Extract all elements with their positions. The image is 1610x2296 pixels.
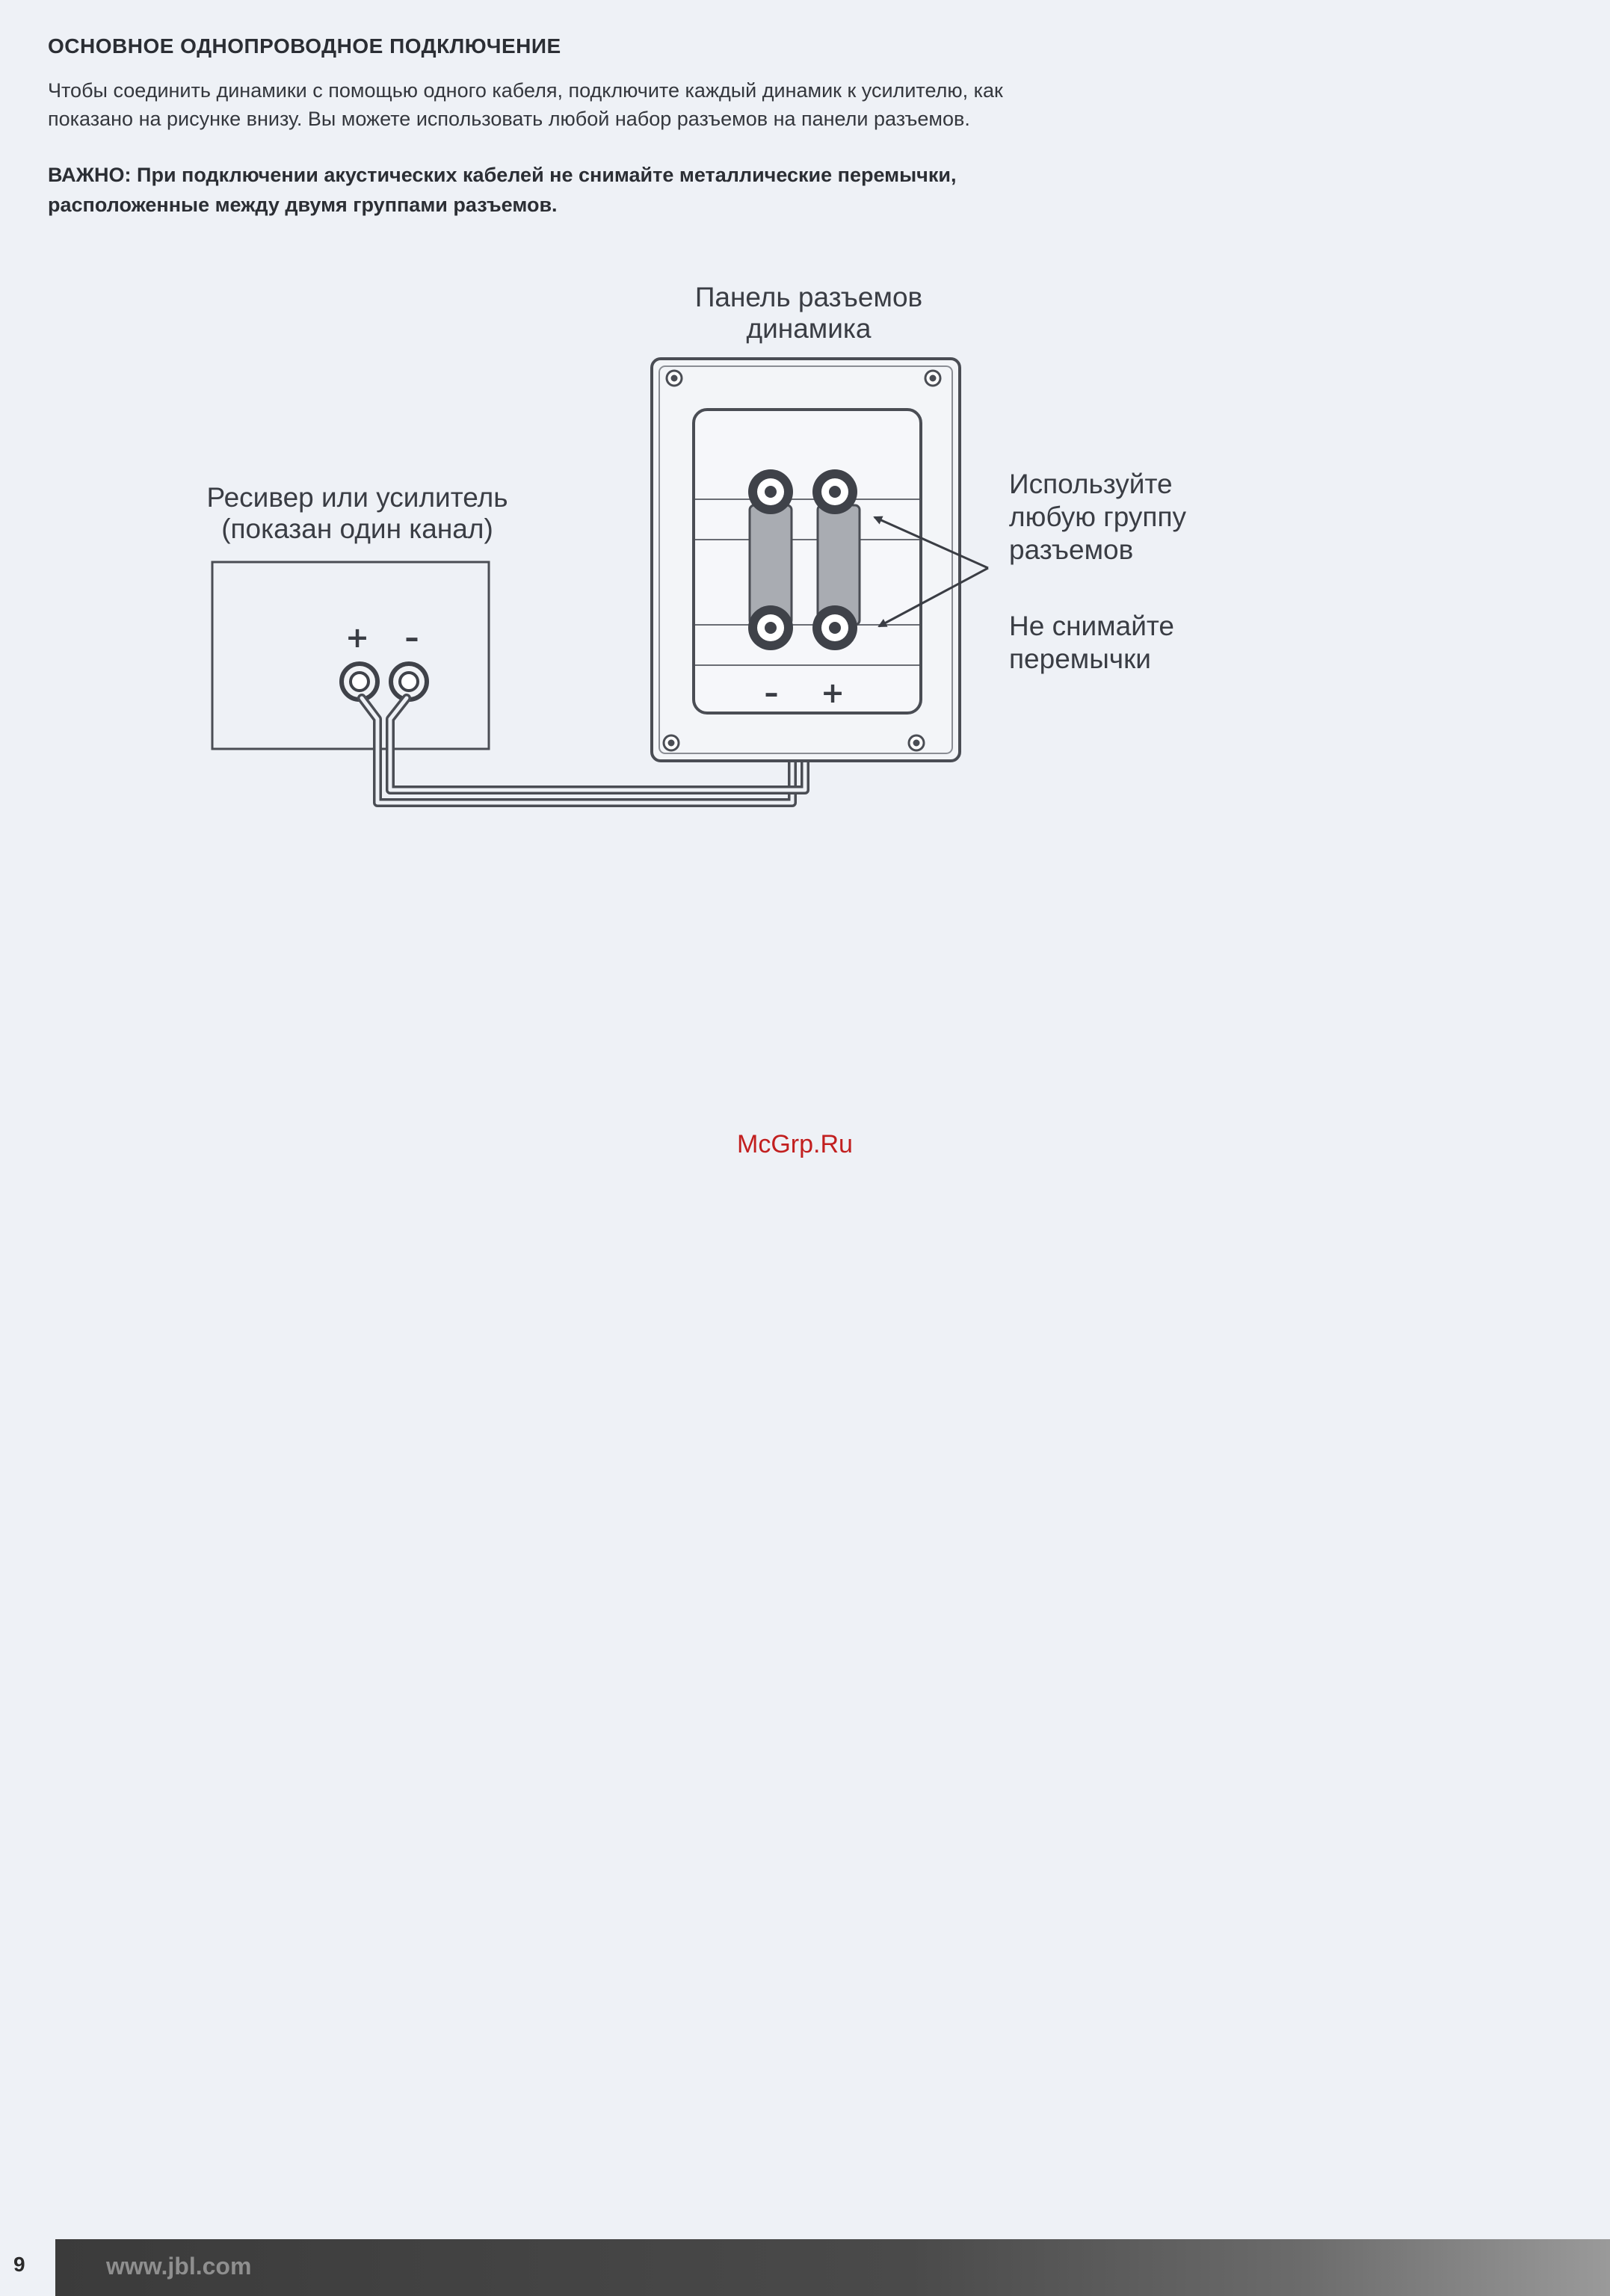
receiver-plus-sign: + (345, 621, 369, 654)
do-not-remove-line-2: перемычки (1009, 644, 1151, 674)
receiver-box (211, 561, 490, 750)
use-any-group-line-2: любую группу (1009, 502, 1186, 532)
binding-posts (748, 469, 857, 650)
panel-plus-sign: + (821, 676, 845, 709)
panel-title-line-1: Панель разъемов (695, 282, 922, 312)
panel-screws (662, 369, 942, 752)
wiring-diagram: Панель разъемов динамика Ресивер или уси… (207, 282, 1186, 807)
important-note: ВАЖНО: При подключении акустических кабе… (48, 160, 1363, 220)
important-line-1: ВАЖНО: При подключении акустических кабе… (48, 164, 957, 186)
section-heading: ОСНОВНОЕ ОДНОПРОВОДНОЕ ПОДКЛЮЧЕНИЕ (48, 34, 561, 58)
panel-title-line-2: динамика (747, 313, 872, 344)
panel-minus-sign: – (765, 676, 779, 709)
intro-paragraph: Чтобы соединить динамики с помощью одног… (48, 76, 1363, 133)
speaker-terminal-panel: – + (650, 357, 961, 762)
use-any-group-line-1: Используйте (1009, 469, 1173, 499)
receiver-terminals (339, 661, 429, 702)
do-not-remove-line-1: Не снимайте (1009, 611, 1174, 641)
use-any-group-line-3: разъемов (1009, 534, 1133, 565)
intro-line-1: Чтобы соединить динамики с помощью одног… (48, 79, 1003, 102)
watermark: McGrp.Ru (737, 1130, 853, 1158)
page-number: 9 (13, 2253, 25, 2276)
footer-bar (55, 2239, 1610, 2296)
intro-line-2: показано на рисунке внизу. Вы можете исп… (48, 108, 970, 130)
receiver-label-line-1: Ресивер или усилитель (207, 482, 508, 513)
callout-arrows (873, 516, 989, 628)
receiver-label-line-2: (показан один канал) (221, 513, 493, 544)
page-footer: 9 www.jbl.com (0, 2239, 1610, 2296)
website-url[interactable]: www.jbl.com (106, 2253, 252, 2280)
receiver-minus-sign: – (405, 621, 419, 654)
important-line-2: расположенные между двумя группами разъе… (48, 194, 558, 216)
